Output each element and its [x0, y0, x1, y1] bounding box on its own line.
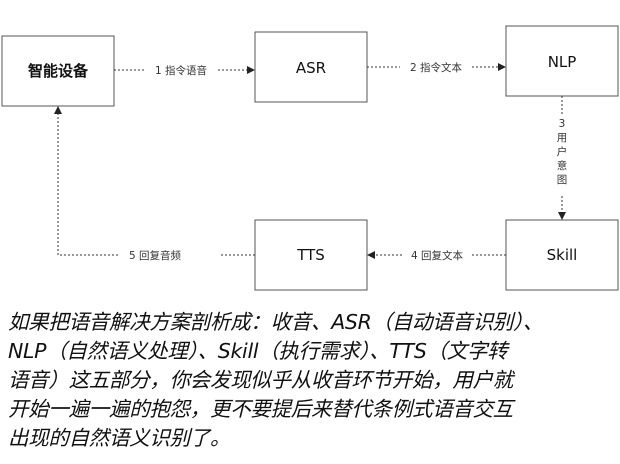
edge-tts-to-device: 5 回复音频	[54, 106, 255, 262]
node-skill: Skill	[505, 219, 619, 291]
edge-skill-to-tts: 4 回复文本	[367, 249, 506, 262]
edge-nlp-to-skill: 3 用 户 意 图	[557, 96, 568, 220]
edge-nlp-to-skill-label-1: 用	[557, 132, 568, 144]
edge-nlp-to-skill-label-3: 意	[557, 159, 568, 172]
caption-line-1: 如果把语音解决方案剖析成：收音、ASR（自动语音识别）、	[8, 310, 544, 334]
caption-line-3: 语音）这五部分，你会发现似乎从收音环节开始，用户就	[8, 368, 513, 392]
node-nlp-label: NLP	[548, 53, 577, 71]
caption-line-4: 开始一遍一遍的抱怨，更不要提后来替代条例式语音交互	[8, 397, 513, 421]
node-tts-label: TTS	[296, 246, 325, 264]
node-asr-label: ASR	[296, 59, 326, 77]
edge-tts-to-device-label: 5 回复音频	[129, 249, 182, 262]
edge-skill-to-tts-label: 4 回复文本	[411, 249, 464, 262]
node-tts: TTS	[254, 219, 368, 291]
node-asr: ASR	[254, 31, 368, 103]
edge-device-to-asr: 1 指令语音	[114, 64, 255, 77]
node-device: 智能设备	[1, 35, 115, 107]
edge-device-to-asr-label: 1 指令语音	[155, 64, 207, 77]
edge-asr-to-nlp-label: 2 指令文本	[410, 61, 463, 74]
edge-nlp-to-skill-label-4: 图	[557, 174, 568, 186]
caption-line-2: NLP（自然语义处理）、Skill（执行需求）、TTS（文字转	[8, 339, 508, 363]
node-skill-label: Skill	[547, 246, 578, 264]
edge-asr-to-nlp: 2 指令文本	[367, 61, 506, 74]
edge-nlp-to-skill-label-2: 户	[557, 145, 568, 158]
node-nlp: NLP	[505, 25, 619, 97]
caption-paragraph: 如果把语音解决方案剖析成：收音、ASR（自动语音识别）、 NLP（自然语义处理）…	[8, 308, 614, 453]
node-device-label: 智能设备	[28, 62, 89, 80]
flow-diagram: 智能设备 ASR NLP TTS Skill 1 指令语音 2 指令文本 3 用…	[1, 25, 619, 291]
edge-nlp-to-skill-label-0: 3	[559, 118, 566, 130]
caption-line-5: 出现的自然语义识别了。	[8, 426, 231, 450]
